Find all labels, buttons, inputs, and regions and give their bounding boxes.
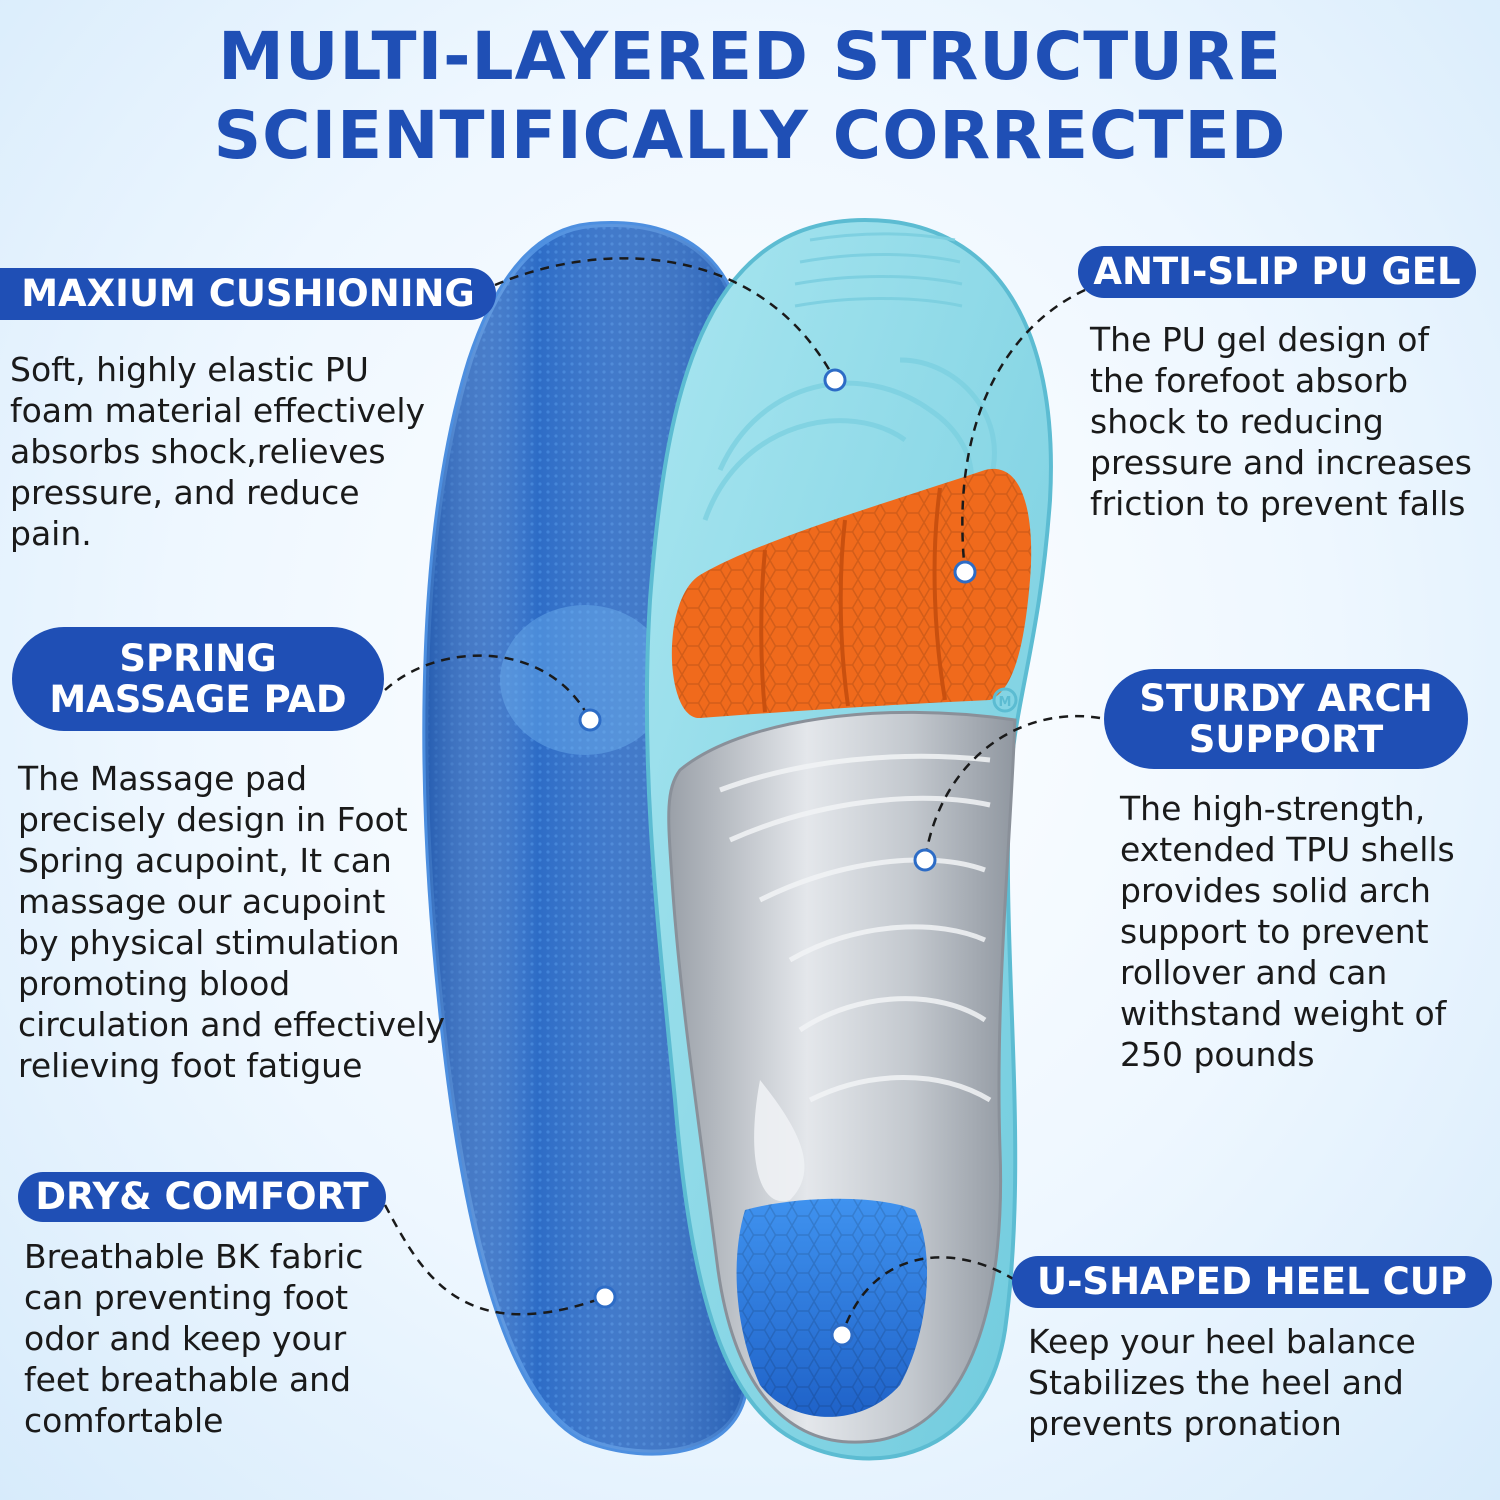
- connector-massage: [384, 654, 592, 721]
- cushioning-label: MAXIUM CUSHIONING: [0, 268, 496, 320]
- size-mark: M: [999, 695, 1012, 710]
- heel-desc-line: Keep your heel balance: [1028, 1322, 1416, 1361]
- massage-desc-line: promoting blood: [18, 964, 291, 1003]
- heel-cup-label-text: U-SHAPED HEEL CUP: [1037, 1260, 1467, 1304]
- cushioning-desc-line: absorbs shock,relieves: [10, 432, 386, 471]
- connector-dry: [383, 1204, 606, 1316]
- callout-dot-arch: [913, 848, 937, 872]
- cushioning-desc-line: foam material effectively: [10, 391, 426, 430]
- callout-dot-massage: [578, 708, 602, 732]
- massage-desc-line: The Massage pad: [18, 759, 308, 798]
- arch-label-line-2: SUPPORT: [1188, 718, 1384, 761]
- heel-cup-description: Keep your heel balance Stabilizes the he…: [1028, 1321, 1416, 1444]
- massage-label-line-1: SPRING: [119, 636, 277, 680]
- massage-label: SPRING MASSAGE PAD: [12, 627, 384, 731]
- connector-cushioning: [494, 257, 837, 381]
- cushioning-desc-line: pain.: [10, 514, 92, 553]
- arch-desc-line: The high-strength,: [1120, 789, 1426, 828]
- callout-connectors: [383, 257, 1101, 1336]
- dry-comfort-label: DRY& COMFORT: [18, 1172, 386, 1222]
- callout-dot-cushioning: [823, 368, 847, 392]
- massage-label-line-2: MASSAGE PAD: [49, 678, 347, 721]
- callout-dot-antislip: [953, 560, 977, 584]
- antislip-description: The PU gel design of the forefoot absorb…: [1090, 319, 1472, 524]
- cushioning-label-text: MAXIUM CUSHIONING: [21, 272, 475, 316]
- dry-desc-line: can preventing foot: [24, 1278, 349, 1317]
- size-mark-circle: [992, 687, 1018, 713]
- arch-desc-line: withstand weight of: [1120, 994, 1447, 1033]
- antislip-desc-line: friction to prevent falls: [1090, 484, 1466, 523]
- heel-desc-line: prevents pronation: [1028, 1404, 1342, 1443]
- antislip-desc-line: pressure and increases: [1090, 443, 1472, 482]
- arch-desc-line: extended TPU shells: [1120, 830, 1455, 869]
- connector-heel: [840, 1256, 1016, 1336]
- antislip-desc-line: shock to reducing: [1090, 402, 1384, 441]
- connector-arch: [923, 714, 1101, 861]
- cushioning-desc-line: Soft, highly elastic PU: [10, 350, 369, 389]
- callout-dot-dry: [593, 1285, 617, 1309]
- antislip-label-text: ANTI-SLIP PU GEL: [1093, 250, 1461, 294]
- massage-pad-highlight: [500, 605, 670, 755]
- massage-desc-line: circulation and effectively: [18, 1005, 446, 1044]
- massage-desc-line: Spring acupoint, It can: [18, 841, 392, 880]
- cushioning-desc-line: pressure, and reduce: [10, 473, 360, 512]
- dry-comfort-description: Breathable BK fabric can preventing foot…: [24, 1236, 363, 1441]
- antislip-label: ANTI-SLIP PU GEL: [1078, 246, 1476, 298]
- dry-desc-line: Breathable BK fabric: [24, 1237, 364, 1276]
- cushioning-description: Soft, highly elastic PU foam material ef…: [10, 349, 425, 554]
- forefoot-gel-pad: [671, 468, 1032, 719]
- arch-label-line-1: STURDY ARCH: [1139, 676, 1433, 720]
- dry-desc-line: feet breathable and: [24, 1360, 352, 1399]
- heel-cup-label: U-SHAPED HEEL CUP: [1012, 1256, 1492, 1308]
- arch-desc-line: rollover and can: [1120, 953, 1388, 992]
- heel-gel-pad: [736, 1198, 927, 1417]
- massage-desc-line: by physical stimulation: [18, 923, 400, 962]
- arch-support-label: STURDY ARCH SUPPORT: [1104, 669, 1468, 769]
- arch-desc-line: 250 pounds: [1120, 1035, 1315, 1074]
- antislip-desc-line: the forefoot absorb: [1090, 361, 1409, 400]
- massage-desc-line: precisely design in Foot: [18, 800, 408, 839]
- arch-support-description: The high-strength, extended TPU shells p…: [1120, 788, 1455, 1075]
- dry-desc-line: comfortable: [24, 1401, 224, 1440]
- dry-comfort-label-text: DRY& COMFORT: [35, 1175, 369, 1219]
- arch-desc-line: support to prevent: [1120, 912, 1429, 951]
- heel-desc-line: Stabilizes the heel and: [1028, 1363, 1404, 1402]
- massage-desc-line: relieving foot fatigue: [18, 1046, 363, 1085]
- massage-description: The Massage pad precisely design in Foot…: [18, 758, 445, 1086]
- page-title-line-1: MULTI-LAYERED STRUCTURE: [218, 18, 1282, 95]
- callout-dot-heel: [830, 1323, 854, 1347]
- arch-desc-line: provides solid arch: [1120, 871, 1431, 910]
- antislip-desc-line: The PU gel design of: [1090, 320, 1430, 359]
- page-title-line-2: SCIENTIFICALLY CORRECTED: [213, 97, 1287, 174]
- dry-desc-line: odor and keep your: [24, 1319, 347, 1358]
- connector-antislip: [961, 288, 1086, 573]
- massage-desc-line: massage our acupoint: [18, 882, 386, 921]
